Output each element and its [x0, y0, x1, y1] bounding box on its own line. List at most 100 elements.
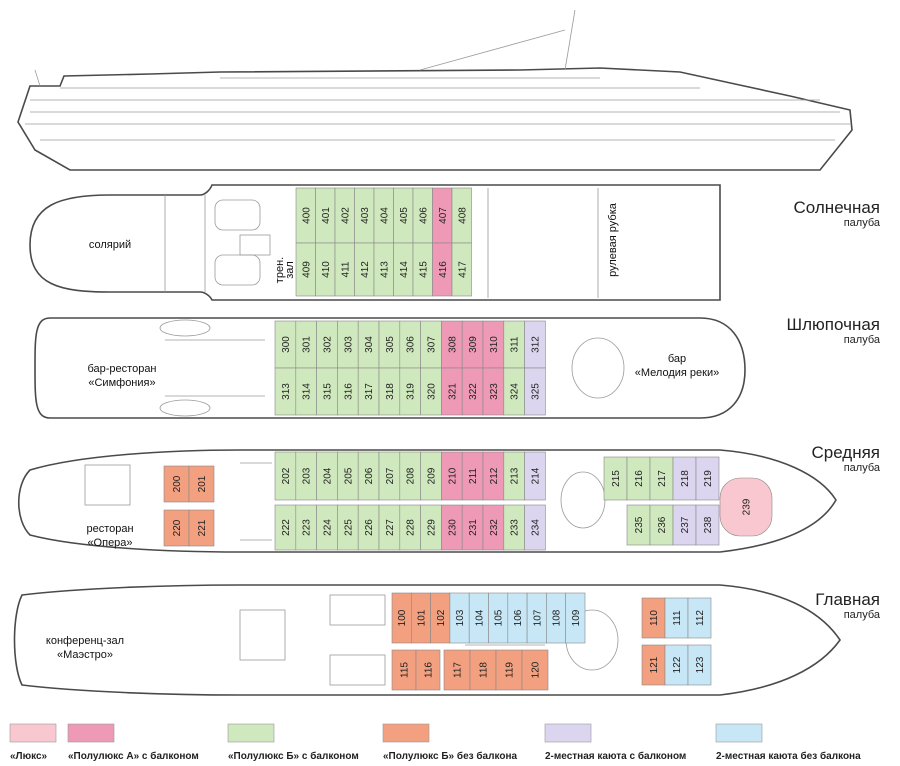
cabin-number: 318	[385, 383, 396, 400]
gym-label-2: зал	[284, 261, 296, 279]
cabin-number: 311	[510, 336, 521, 352]
legend-swatch	[67, 723, 115, 743]
cabin-234[interactable]	[524, 504, 546, 551]
cabin-number: 230	[447, 519, 458, 536]
cabin-219[interactable]	[695, 456, 720, 501]
deck-title-mid: Средняя	[811, 443, 880, 462]
cabin-number: 314	[302, 383, 313, 400]
cabin-number: 316	[343, 383, 354, 400]
cabin-325[interactable]	[524, 367, 546, 416]
cabin-number: 239	[742, 498, 753, 515]
cabin-201[interactable]	[188, 465, 215, 503]
cabin-number: 231	[468, 519, 479, 536]
cabin-117[interactable]	[443, 649, 471, 691]
cabin-220[interactable]	[163, 509, 190, 547]
cabin-number: 110	[649, 610, 660, 626]
cabin-238[interactable]	[695, 504, 720, 546]
cabin-number: 402	[340, 207, 351, 224]
cabin-number: 405	[399, 207, 410, 224]
cabin-number: 237	[680, 516, 691, 533]
cabin-number: 223	[302, 519, 313, 536]
cabin-number: 209	[427, 467, 438, 484]
legend-swatch	[227, 723, 275, 743]
cabin-number: 123	[695, 656, 706, 673]
cabin-number: 224	[323, 519, 334, 536]
legend: «Люкс»«Полулюкс А» с балконом«Полулюкс Б…	[9, 723, 861, 762]
cabin-number: 222	[281, 519, 292, 536]
cabin-number: 238	[703, 516, 714, 533]
cabin-number: 101	[416, 609, 427, 626]
cabin-417[interactable]	[451, 242, 472, 297]
bar-label-2: «Мелодия реки»	[635, 367, 719, 379]
solarium-label: солярий	[89, 239, 131, 251]
legend-label: «Полулюкс Б» с балконом	[228, 750, 359, 762]
cabin-number: 206	[364, 467, 375, 484]
cabin-number: 104	[474, 609, 485, 626]
cabin-116[interactable]	[415, 649, 441, 691]
cabin-221[interactable]	[188, 509, 215, 547]
cabin-number: 116	[424, 662, 435, 678]
boat-deck: бар-ресторан «Симфония» бар «Мелодия рек…	[34, 315, 881, 419]
cabin-number: 412	[360, 261, 371, 278]
cabin-number: 403	[360, 207, 371, 224]
cabin-number: 111	[672, 610, 683, 626]
cabin-row-mid-fore-bottom: 220 221	[163, 509, 215, 547]
cabin-239[interactable]	[719, 477, 773, 537]
cabin-number: 400	[301, 207, 312, 224]
bar-label-1: бар	[668, 353, 686, 365]
deck-sub-boat: палуба	[844, 334, 881, 346]
cabin-number: 216	[634, 470, 645, 487]
deck-title-main: Главная	[815, 590, 880, 609]
cabin-214[interactable]	[524, 451, 546, 501]
cabin-number: 219	[703, 470, 714, 487]
cabin-number: 117	[453, 662, 464, 678]
cabin-number: 203	[302, 467, 313, 484]
cabin-number: 233	[510, 519, 521, 536]
cabin-number: 324	[510, 383, 521, 400]
cabin-112[interactable]	[687, 597, 712, 639]
deck-sub-mid: палуба	[844, 462, 881, 474]
cabin-number: 207	[385, 467, 396, 484]
cabin-number: 414	[399, 261, 410, 278]
deck-title-boat: Шлюпочная	[787, 315, 880, 334]
cabin-119[interactable]	[495, 649, 523, 691]
cabin-number: 315	[323, 383, 334, 400]
cabin-number: 103	[455, 609, 466, 626]
cabin-number: 235	[634, 516, 645, 533]
cabin-123[interactable]	[687, 644, 712, 686]
cabin-number: 100	[397, 609, 408, 626]
cabin-number: 119	[505, 662, 516, 678]
cabin-number: 410	[321, 261, 332, 278]
cabin-number: 409	[301, 261, 312, 278]
cabin-number: 204	[323, 467, 334, 484]
cabin-number: 322	[468, 383, 479, 400]
cabin-120[interactable]	[521, 649, 549, 691]
cabin-number: 306	[406, 336, 417, 353]
cabin-115[interactable]	[391, 649, 417, 691]
cabin-number: 214	[531, 467, 542, 484]
cabin-number: 220	[172, 519, 183, 536]
cabin-number: 208	[406, 467, 417, 484]
cabin-number: 304	[364, 336, 375, 353]
cabin-number: 406	[418, 207, 429, 224]
cabin-number: 225	[343, 519, 354, 536]
cabin-109[interactable]	[565, 592, 586, 644]
cabin-118[interactable]	[469, 649, 497, 691]
bar-restaurant-label-1: бар-ресторан	[87, 363, 156, 375]
conference-label-1: конференц-зал	[46, 635, 124, 647]
cabin-number: 312	[531, 336, 542, 353]
cabin-200[interactable]	[163, 465, 190, 503]
cabin-number: 221	[197, 519, 208, 536]
cabin-number: 215	[611, 470, 622, 487]
